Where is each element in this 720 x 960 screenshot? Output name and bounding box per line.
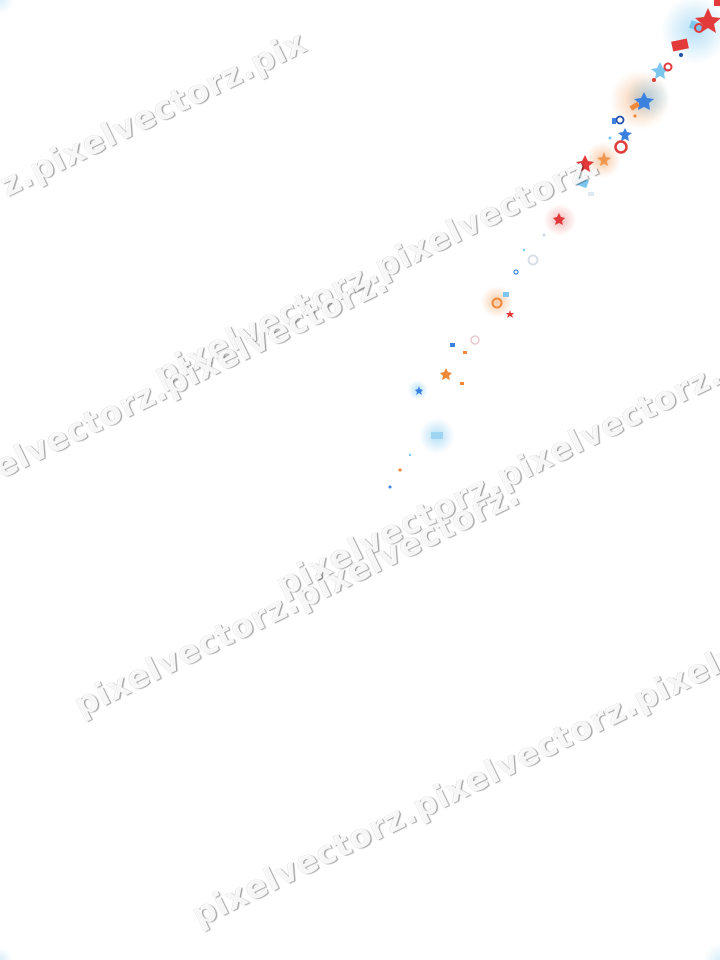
ring-icon bbox=[663, 62, 673, 72]
dot bbox=[398, 468, 402, 472]
confetti-rect bbox=[503, 292, 509, 297]
star-icon bbox=[576, 155, 594, 172]
ring-icon bbox=[614, 140, 628, 154]
ring-icon bbox=[694, 23, 704, 33]
star-icon bbox=[553, 213, 565, 225]
confetti-rect bbox=[450, 343, 455, 347]
dot bbox=[633, 114, 637, 118]
confetti-rect bbox=[431, 432, 443, 439]
glow bbox=[661, 0, 720, 64]
ring-icon bbox=[491, 297, 503, 309]
star-icon bbox=[415, 386, 423, 395]
star-icon bbox=[651, 62, 669, 79]
confetti-cluster-lower bbox=[388, 292, 514, 489]
dot bbox=[652, 78, 656, 82]
corner-glow bbox=[0, 948, 12, 960]
confetti-cluster-top bbox=[651, 0, 720, 82]
star-icon bbox=[618, 128, 632, 141]
dot bbox=[408, 453, 412, 457]
dot bbox=[608, 136, 612, 140]
star-icon bbox=[695, 8, 720, 33]
confetti-rect bbox=[671, 38, 689, 52]
confetti-rect bbox=[629, 101, 640, 111]
dot bbox=[388, 485, 392, 489]
confetti-rect bbox=[573, 176, 589, 189]
ring-icon bbox=[470, 335, 480, 345]
ring-icon bbox=[527, 254, 539, 266]
corner-glow bbox=[704, 944, 720, 960]
dot bbox=[679, 53, 683, 57]
confetti-rect bbox=[460, 382, 464, 385]
confetti-rect bbox=[714, 0, 720, 6]
ring-icon bbox=[513, 269, 519, 275]
ring-icon bbox=[615, 115, 625, 125]
confetti-rect bbox=[463, 351, 467, 354]
star-icon bbox=[506, 310, 514, 318]
dot bbox=[522, 248, 526, 252]
dot bbox=[542, 233, 546, 237]
corner-glow bbox=[0, 0, 14, 14]
confetti-cluster-middle bbox=[513, 152, 611, 275]
glow bbox=[626, 76, 670, 120]
star-icon bbox=[440, 368, 452, 380]
confetti-cluster-upper bbox=[608, 92, 654, 154]
star-icon bbox=[597, 152, 611, 166]
confetti-rect bbox=[588, 192, 594, 196]
confetti-rect bbox=[612, 118, 616, 124]
